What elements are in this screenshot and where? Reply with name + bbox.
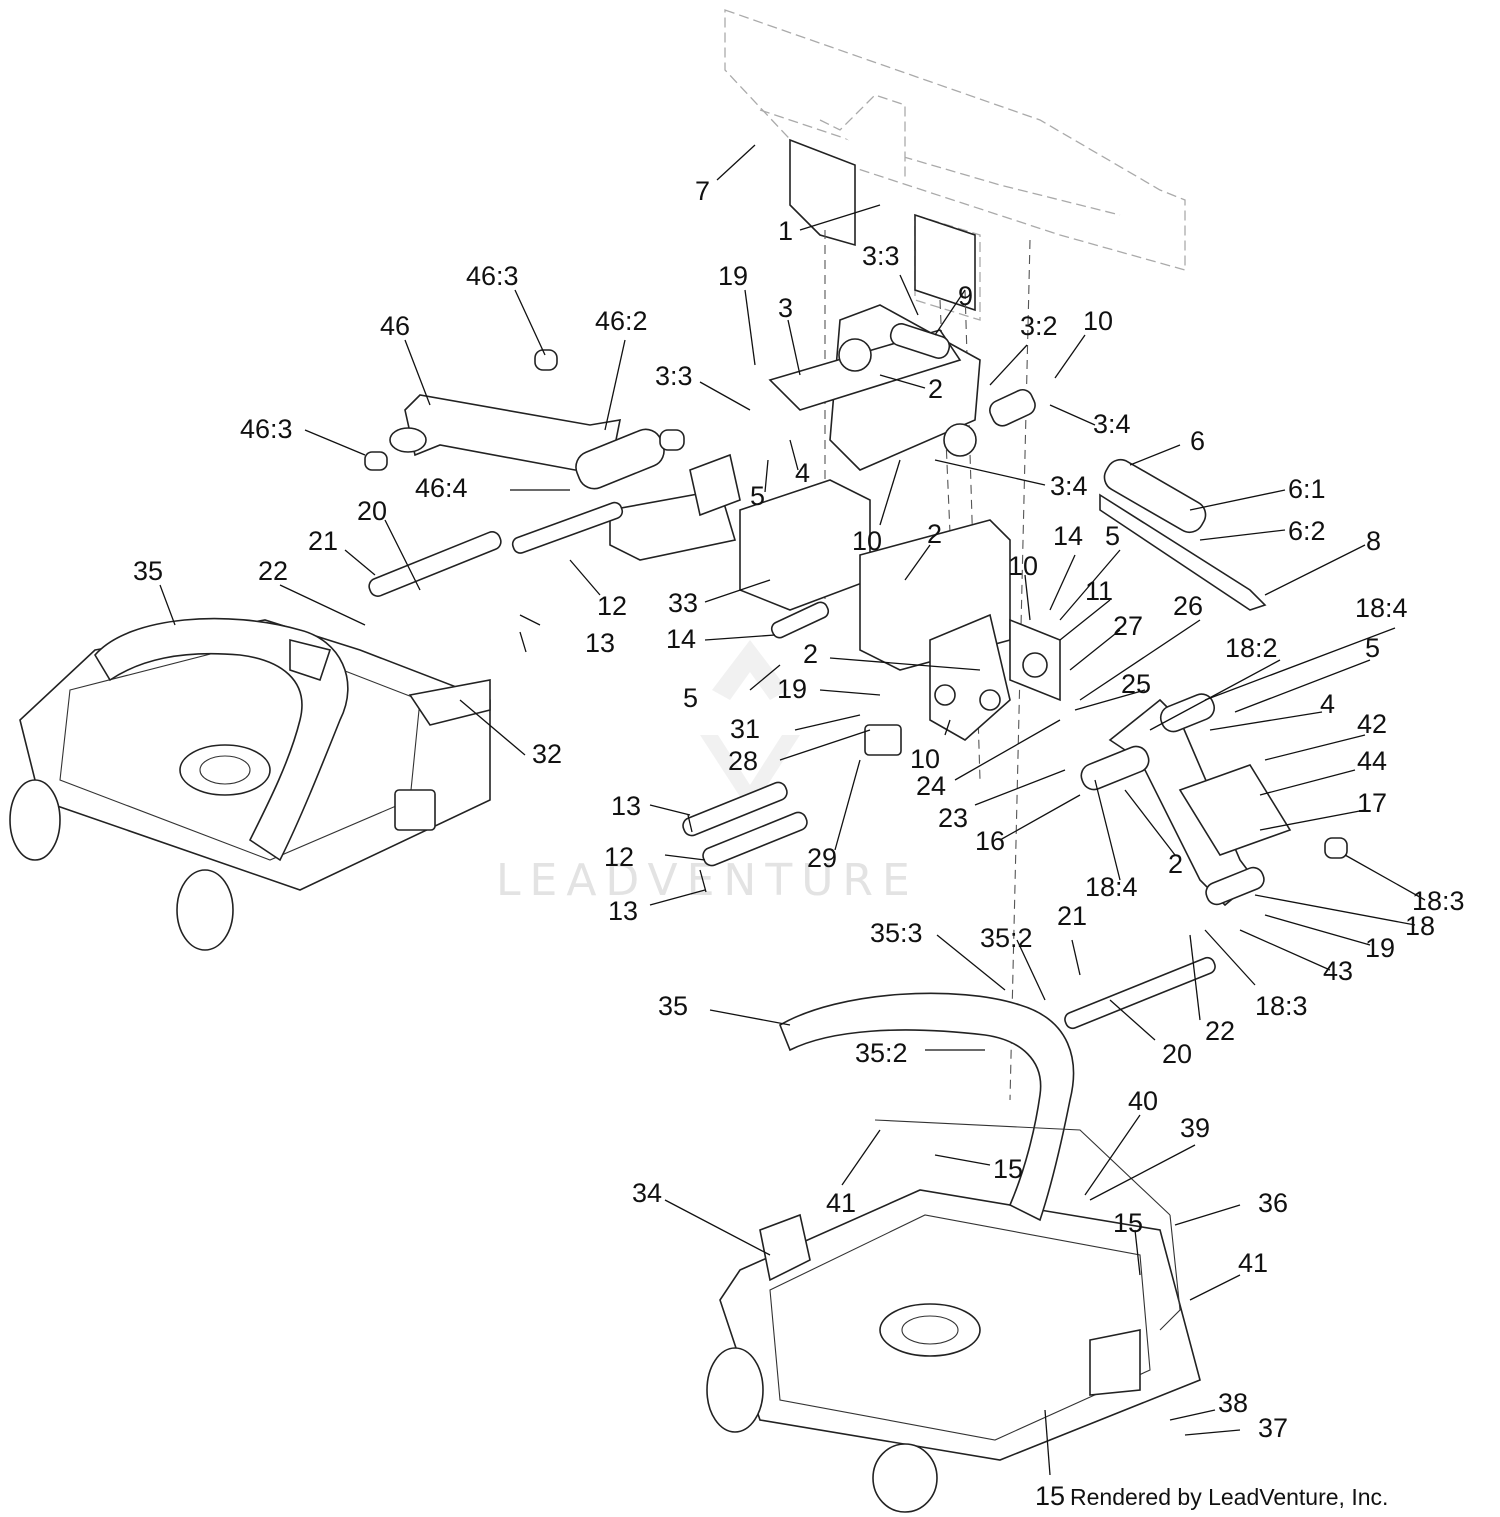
callout-labels: 7 1 3:3 9 19 3 3:2 10 46:3 46 46:2 3:3 2… — [133, 176, 1465, 1511]
callout-label: 10 — [1083, 306, 1113, 336]
callout-label: 19 — [718, 261, 748, 291]
callout-label: 13 — [585, 628, 615, 658]
callout-label: 9 — [958, 281, 973, 311]
callout-label: 46:2 — [595, 306, 648, 336]
callout-label: 20 — [1162, 1039, 1192, 1069]
callout-label: 21 — [308, 526, 338, 556]
callout-label: 10 — [910, 744, 940, 774]
callout-label: 12 — [597, 591, 627, 621]
callout-label: 29 — [807, 843, 837, 873]
callout-label: 18 — [1405, 911, 1435, 941]
callout-label: 10 — [1008, 551, 1038, 581]
callout-label: 1 — [778, 216, 793, 246]
callout-label: 38 — [1218, 1388, 1248, 1418]
callout-label: 22 — [258, 556, 288, 586]
callout-label: 3:4 — [1093, 409, 1131, 439]
callout-label: 12 — [604, 842, 634, 872]
callout-label: 18:4 — [1355, 593, 1408, 623]
callout-label: 24 — [916, 771, 946, 801]
callout-label: 3:3 — [862, 241, 900, 271]
callout-label: 36 — [1258, 1188, 1288, 1218]
callout-label: 33 — [668, 588, 698, 618]
callout-label: 17 — [1357, 788, 1387, 818]
callout-label: 4 — [795, 458, 810, 488]
callout-label: 18:4 — [1085, 872, 1138, 902]
callout-label: 14 — [666, 624, 696, 654]
callout-label: 20 — [357, 496, 387, 526]
callout-label: 34 — [632, 1178, 662, 1208]
callout-label: 15 — [1113, 1208, 1143, 1238]
callout-label: 35:3 — [870, 918, 923, 948]
callout-label: 27 — [1113, 611, 1143, 641]
callout-label: 18:2 — [1225, 633, 1278, 663]
callout-label: 26 — [1173, 591, 1203, 621]
left-mower-deck — [9, 617, 491, 951]
callout-label: 41 — [826, 1188, 856, 1218]
callout-label: 13 — [608, 896, 638, 926]
callout-label: 10 — [852, 526, 882, 556]
callout-label: 19 — [777, 674, 807, 704]
callout-label: 6:2 — [1288, 516, 1326, 546]
callout-label: 4 — [1320, 689, 1335, 719]
callout-label: 44 — [1357, 746, 1387, 776]
callout-label: 5 — [1365, 633, 1380, 663]
callout-label: 5 — [1105, 521, 1120, 551]
callout-label: 35 — [658, 991, 688, 1021]
callout-label: 13 — [611, 791, 641, 821]
callout-label: 11 — [1085, 576, 1113, 606]
right-mower-deck — [706, 992, 1201, 1513]
callout-label: 40 — [1128, 1086, 1158, 1116]
callout-label: 3 — [778, 293, 793, 323]
callout-label: 14 — [1053, 521, 1083, 551]
callout-label: 22 — [1205, 1016, 1235, 1046]
callout-label: 18:3 — [1255, 991, 1308, 1021]
callout-label: 15 — [1035, 1481, 1065, 1511]
right-lift-arm — [1080, 458, 1348, 907]
callout-label: 8 — [1366, 526, 1381, 556]
callout-label: 37 — [1258, 1413, 1288, 1443]
callout-label: 2 — [927, 519, 942, 549]
callout-label: 46 — [380, 311, 410, 341]
callout-label: 35:2 — [855, 1038, 908, 1068]
center-lift-assembly — [739, 304, 1061, 756]
callout-label: 16 — [975, 826, 1005, 856]
callout-label: 2 — [803, 639, 818, 669]
callout-label: 43 — [1323, 956, 1353, 986]
callout-label: 2 — [928, 374, 943, 404]
callout-label: 42 — [1357, 709, 1387, 739]
callout-label: 6 — [1190, 426, 1205, 456]
callout-label: 28 — [728, 746, 758, 776]
callout-label: 39 — [1180, 1113, 1210, 1143]
callout-label: 23 — [938, 803, 968, 833]
callout-label: 5 — [683, 683, 698, 713]
watermark-logo — [700, 640, 800, 812]
callout-label: 3:4 — [1050, 471, 1088, 501]
callout-label: 3:2 — [1020, 311, 1058, 341]
shafts-and-pins — [368, 501, 1216, 1030]
callout-label: 41 — [1238, 1248, 1268, 1278]
callout-label: 32 — [532, 739, 562, 769]
callout-label: 46:3 — [466, 261, 519, 291]
callout-label: 18:3 — [1412, 886, 1465, 916]
leader-lines — [159, 144, 1426, 1476]
callout-label: 15 — [993, 1154, 1023, 1184]
callout-label: 46:3 — [240, 414, 293, 444]
callout-label: 5 — [750, 481, 765, 511]
callout-label: 31 — [730, 714, 760, 744]
left-lift-arm — [364, 349, 741, 561]
callout-label: 19 — [1365, 933, 1395, 963]
callout-label: 35 — [133, 556, 163, 586]
callout-label: 21 — [1057, 901, 1087, 931]
callout-label: 35:2 — [980, 923, 1033, 953]
callout-label: 3:3 — [655, 361, 693, 391]
callout-label: 7 — [695, 176, 710, 206]
callout-label: 46:4 — [415, 473, 468, 503]
callout-label: 25 — [1121, 669, 1151, 699]
render-credit: Rendered by LeadVenture, Inc. — [1070, 1484, 1388, 1510]
callout-label: 2 — [1168, 849, 1183, 879]
callout-label: 6:1 — [1288, 474, 1326, 504]
